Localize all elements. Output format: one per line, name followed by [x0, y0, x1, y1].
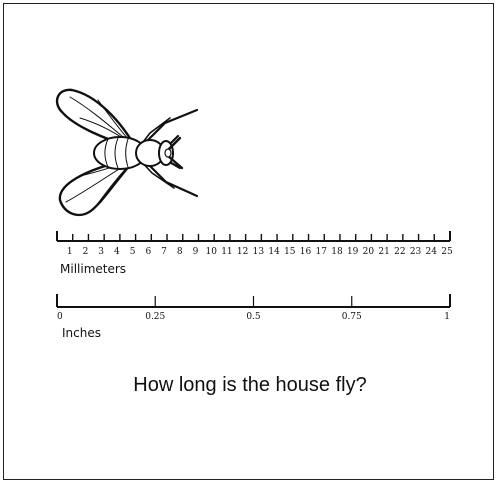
- inch-tick-label: 0.75: [342, 312, 362, 322]
- mm-unit-label: Millimeters: [60, 262, 126, 276]
- fly-abdomen-stripes: [104, 137, 129, 169]
- house-fly-illustration: [55, 88, 199, 217]
- inch-unit-label: Inches: [62, 326, 101, 340]
- mm-tick-label: 22: [394, 247, 405, 257]
- mm-ruler-ticks: [56, 231, 451, 241]
- fly-eye: [164, 148, 172, 158]
- mm-tick-label: 15: [284, 247, 296, 257]
- mm-tick-label: 10: [205, 247, 217, 257]
- mm-tick-label: 8: [177, 247, 183, 257]
- mm-tick-label: 24: [426, 247, 438, 257]
- mm-tick-label: 1: [67, 247, 73, 257]
- inch-ruler-tick-labels: 0 0.25 0.5 0.75 1: [57, 312, 450, 322]
- mm-tick-label: 14: [268, 247, 280, 257]
- mm-tick-label: 2: [83, 247, 89, 257]
- mm-tick-label: 7: [161, 247, 167, 257]
- mm-tick-label: 6: [145, 247, 151, 257]
- mm-tick-label: 17: [316, 247, 328, 257]
- inch-tick-label: 1: [444, 312, 450, 322]
- mm-tick-label: 9: [193, 247, 199, 257]
- mm-tick-label: 18: [331, 247, 343, 257]
- mm-tick-label: 20: [363, 247, 375, 257]
- mm-tick-label: 23: [410, 247, 422, 257]
- mm-tick-label: 13: [253, 247, 265, 257]
- inch-ruler-ticks: [56, 294, 451, 307]
- mm-tick-label: 12: [237, 247, 248, 257]
- mm-tick-label: 25: [441, 247, 453, 257]
- inch-ruler: 0 0.25 0.5 0.75 1 Inches: [56, 294, 451, 340]
- inch-tick-label: 0.25: [145, 312, 165, 322]
- mm-tick-label: 16: [300, 247, 312, 257]
- fly-antennae: [166, 136, 184, 170]
- mm-tick-label: 11: [221, 247, 232, 257]
- question-text: How long is the house fly?: [133, 374, 367, 396]
- mm-tick-label: 3: [98, 247, 104, 257]
- mm-tick-label: 19: [347, 247, 359, 257]
- mm-tick-label: 21: [378, 247, 389, 257]
- mm-tick-label: 4: [114, 247, 120, 257]
- fly-upper-wing: [55, 88, 138, 150]
- inch-tick-label: 0: [57, 312, 63, 322]
- inch-tick-label: 0.5: [246, 312, 261, 322]
- mm-tick-label: 5: [130, 247, 136, 257]
